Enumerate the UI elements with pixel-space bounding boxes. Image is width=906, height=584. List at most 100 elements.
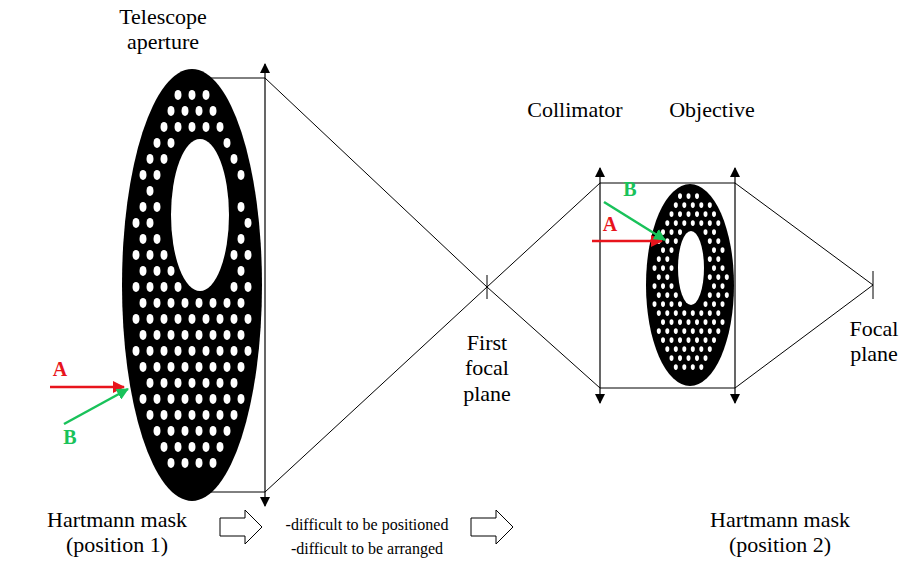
mask-hole xyxy=(140,202,147,212)
mask-hole xyxy=(154,330,161,340)
mask-hole xyxy=(182,426,189,436)
mask-hole xyxy=(217,410,224,420)
mask-hole xyxy=(657,274,661,280)
ray-label: B xyxy=(58,426,82,449)
mask-hole xyxy=(210,298,217,308)
mask-position-label: Hartmann mask (position 2) xyxy=(685,507,875,558)
mask-hole xyxy=(695,355,699,361)
mask-hole xyxy=(161,346,168,356)
mask-hole xyxy=(653,301,657,307)
mask-hole xyxy=(238,330,245,340)
mask-hole xyxy=(678,193,682,199)
mask-hole xyxy=(203,346,210,356)
ray-lines xyxy=(190,78,873,492)
mask-hole xyxy=(712,283,716,289)
mask-hole xyxy=(203,122,210,132)
mask-hole xyxy=(217,442,224,452)
mask-hole xyxy=(217,122,224,132)
mask-hole xyxy=(691,310,695,316)
mask-hole xyxy=(210,330,217,340)
mask-hole xyxy=(712,229,716,235)
mask-hole xyxy=(678,319,682,325)
mask-hole xyxy=(661,301,665,307)
mask-hole xyxy=(665,310,669,316)
mask-hole xyxy=(140,266,147,276)
mask-hole xyxy=(670,283,674,289)
mask-hole xyxy=(210,458,217,468)
mask-hole xyxy=(140,298,147,308)
mask-hole xyxy=(721,301,725,307)
mask-hole xyxy=(154,170,161,180)
mask-hole xyxy=(674,328,678,334)
mask-hole xyxy=(147,282,154,292)
mask-hole xyxy=(189,410,196,420)
mask-hole xyxy=(670,319,674,325)
mask-hole xyxy=(182,394,189,404)
mask-hole xyxy=(210,106,217,116)
mask-hole xyxy=(140,394,147,404)
mask-hole xyxy=(168,266,175,276)
mask-hole xyxy=(670,337,674,343)
mask-hole xyxy=(712,247,716,253)
mask-hole xyxy=(721,283,725,289)
mask-hole xyxy=(224,426,231,436)
mask-hole xyxy=(161,314,168,324)
mask-hole xyxy=(224,298,231,308)
mask-hole xyxy=(657,292,661,298)
mask-hole xyxy=(203,410,210,420)
mask-hole xyxy=(704,337,708,343)
mask-hole xyxy=(245,314,252,324)
mask-hole xyxy=(217,346,224,356)
mask-hole xyxy=(708,346,712,352)
mask-hole xyxy=(175,346,182,356)
mask-hole xyxy=(704,229,708,235)
mask-hole xyxy=(147,410,154,420)
mask-hole xyxy=(147,314,154,324)
mask-hole xyxy=(708,274,712,280)
ray-label: A xyxy=(598,213,622,236)
mask-hole xyxy=(231,314,238,324)
mask-hole xyxy=(161,154,168,164)
mask-hole xyxy=(674,310,678,316)
mask-hole xyxy=(217,314,224,324)
mask-hole xyxy=(682,310,686,316)
part-label: Focal plane xyxy=(844,316,904,367)
mask-hole xyxy=(238,202,245,212)
mask-hole xyxy=(708,292,712,298)
mask-hole xyxy=(231,346,238,356)
mask-hole xyxy=(133,346,140,356)
mask-hole xyxy=(704,301,708,307)
mask-hole xyxy=(238,170,245,180)
mask-hole xyxy=(699,364,703,370)
mask-hole xyxy=(168,106,175,116)
mask-hole xyxy=(716,220,720,226)
mask-hole xyxy=(657,256,661,262)
mask-hole xyxy=(189,442,196,452)
mask-hole xyxy=(716,238,720,244)
mask-hole xyxy=(231,154,238,164)
mask-hole xyxy=(682,202,686,208)
mask-hole xyxy=(708,238,712,244)
mask-hole xyxy=(687,193,691,199)
mask-hole xyxy=(721,319,725,325)
mask-hole xyxy=(695,193,699,199)
mask-hole xyxy=(175,90,182,100)
mask-hole xyxy=(168,330,175,340)
mask-hole xyxy=(238,266,245,276)
mask-hole xyxy=(665,346,669,352)
mask-hole xyxy=(674,292,678,298)
mask-hole xyxy=(670,229,674,235)
mask-hole xyxy=(661,283,665,289)
mask-hole xyxy=(661,229,665,235)
mask-hole xyxy=(175,378,182,388)
mask-hole xyxy=(708,328,712,334)
mask-hole xyxy=(708,220,712,226)
mask-hole xyxy=(196,106,203,116)
mask-hole xyxy=(238,234,245,244)
mask-hole xyxy=(661,319,665,325)
mask-hole xyxy=(712,211,716,217)
mask-hole xyxy=(716,274,720,280)
mask-hole xyxy=(657,310,661,316)
mask-hole xyxy=(682,346,686,352)
